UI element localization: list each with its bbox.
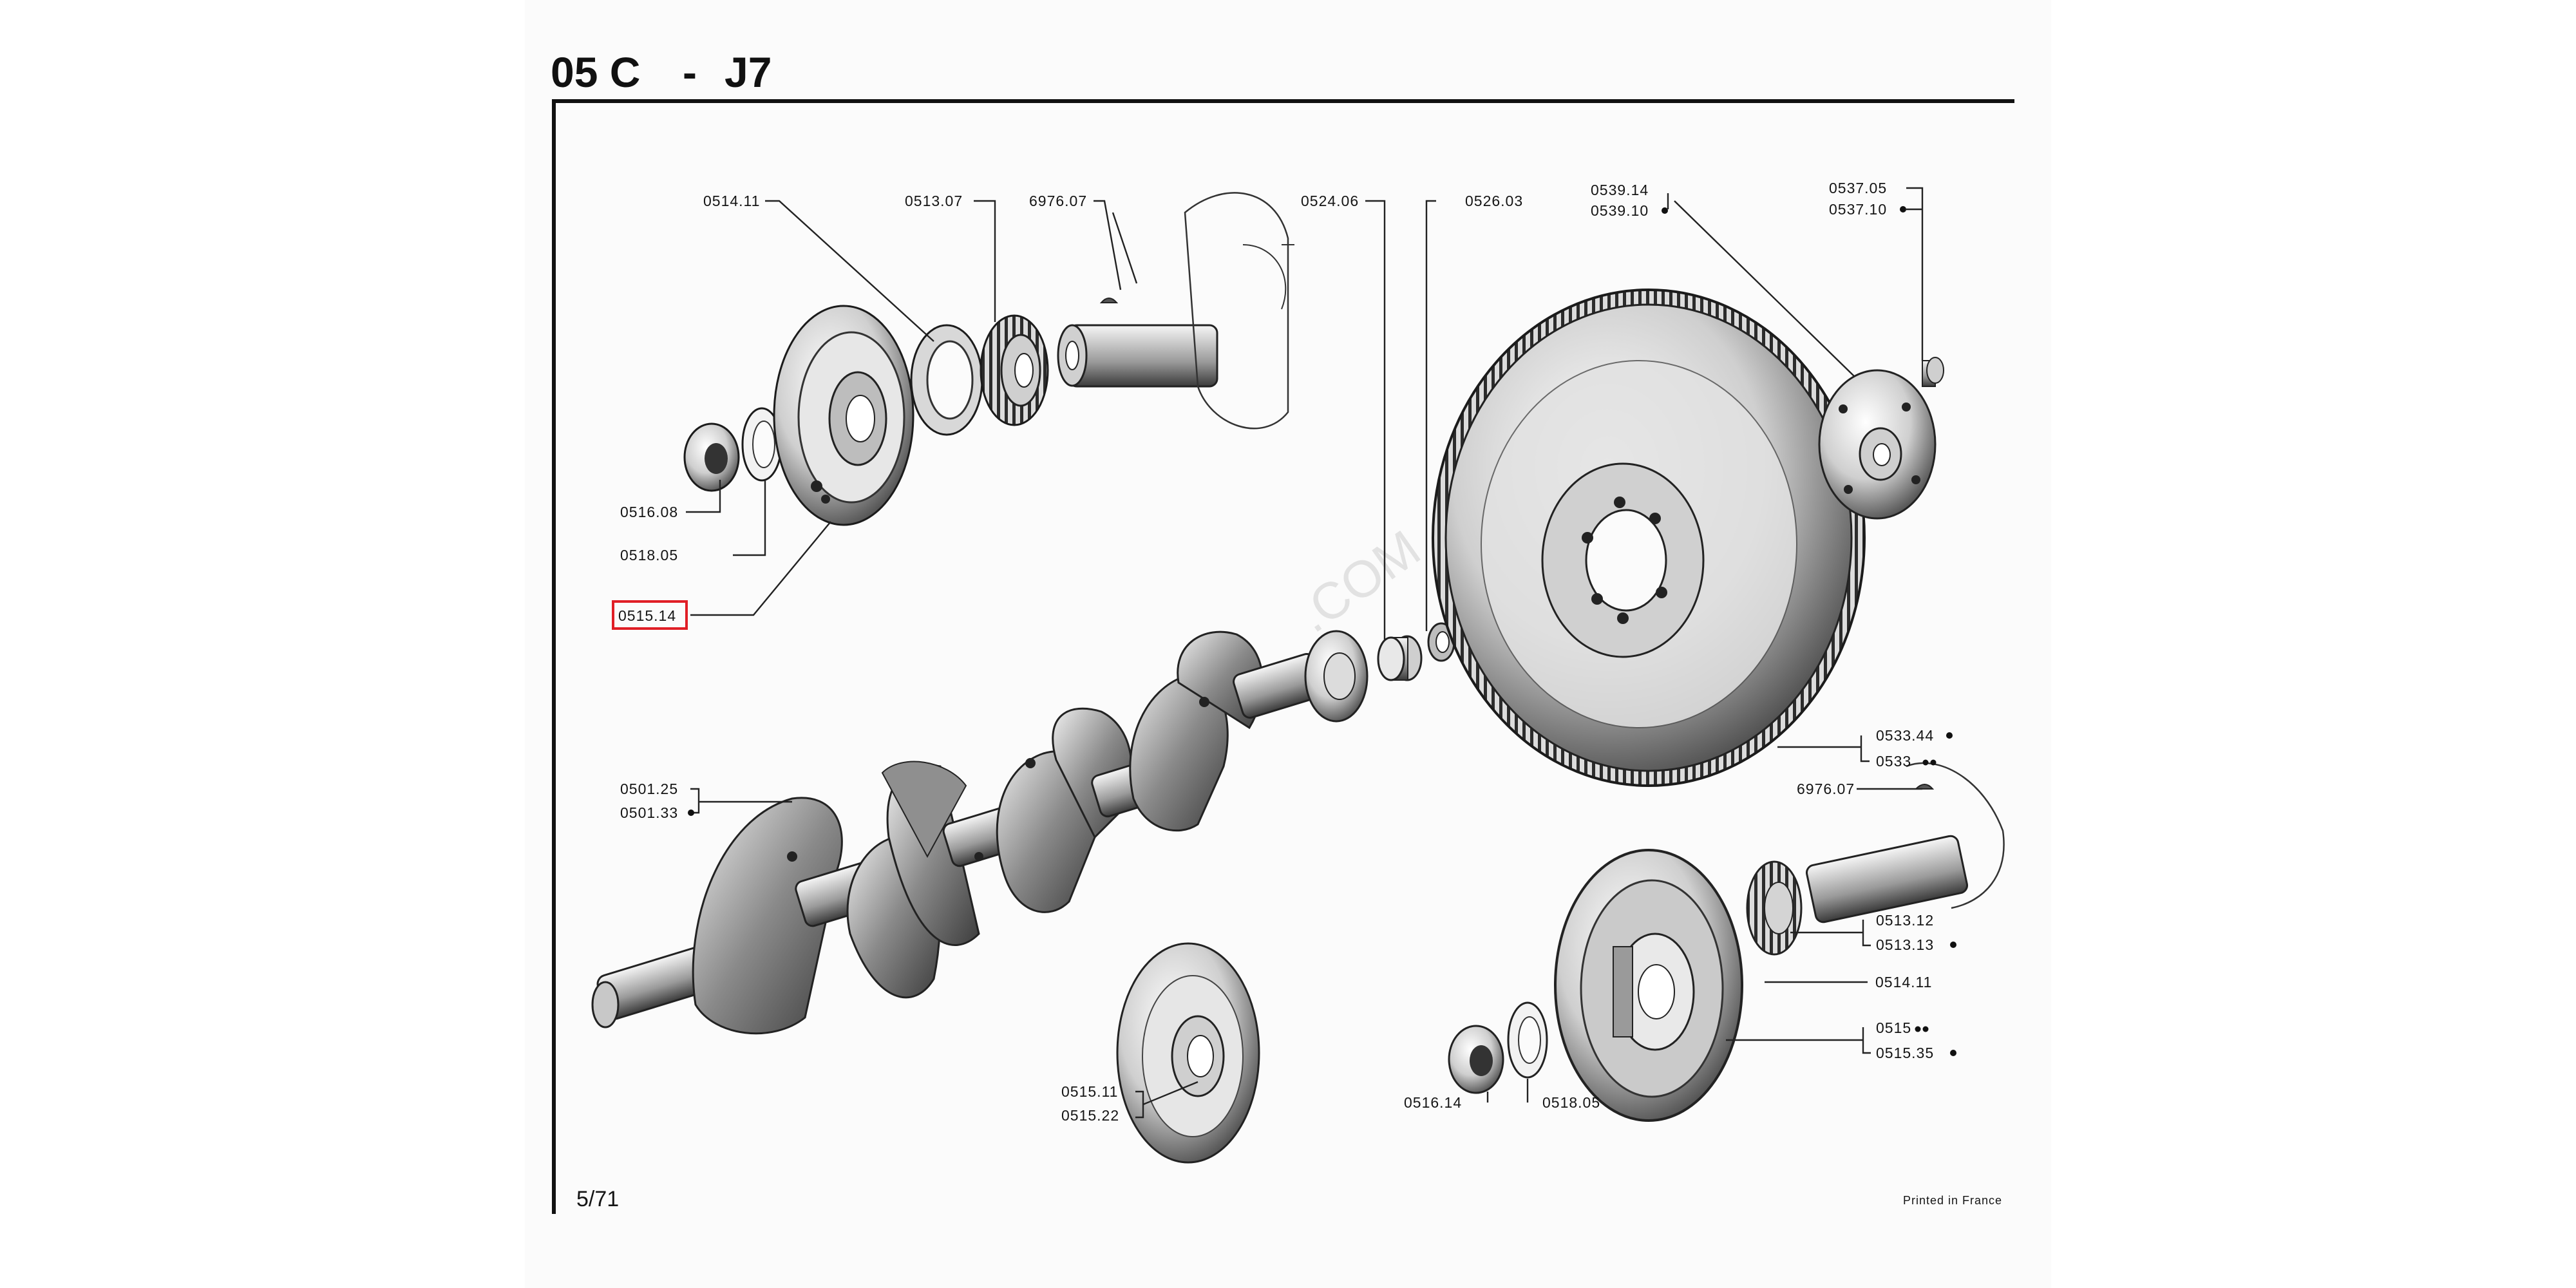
variant-dot — [1930, 759, 1937, 766]
label-nut-bottom[interactable]: 0516.14 — [1404, 1094, 1462, 1111]
crankshaft-part — [591, 630, 1368, 1035]
label-flywheel-b[interactable]: 0533 — [1876, 753, 1911, 770]
selected-part-highlight — [612, 600, 688, 630]
variant-dot — [1946, 732, 1953, 739]
label-crankshaft-b[interactable]: 0501.33 — [620, 804, 678, 821]
label-pulley-nut[interactable]: 0516.08 — [620, 504, 678, 520]
label-pilot-bearing[interactable]: 0526.03 — [1465, 193, 1523, 209]
label-woodruff-key-bottom[interactable]: 6976.07 — [1797, 781, 1855, 797]
nut-bottom-part — [1448, 1025, 1504, 1094]
gear-bottom-part — [1746, 860, 1803, 956]
label-pulley-a[interactable]: 0515.11 — [1061, 1083, 1118, 1100]
label-damper-a[interactable]: 0515 — [1876, 1019, 1911, 1036]
printed-note: Printed in France — [1903, 1194, 2002, 1207]
label-pulley-selected[interactable]: 0515.14 — [618, 607, 676, 624]
label-gear-a[interactable]: 0513.12 — [1876, 912, 1934, 929]
pulley-nut-part — [683, 422, 740, 492]
variant-dot — [688, 810, 694, 816]
label-crankshaft-a[interactable]: 0501.25 — [620, 781, 678, 797]
label-seal-bottom[interactable]: 0514.11 — [1875, 974, 1932, 990]
label-flywheel-bolt-a[interactable]: 0539.14 — [1591, 182, 1649, 198]
label-timing-gear[interactable]: 0513.07 — [905, 193, 963, 209]
label-front-seal[interactable]: 0514.11 — [703, 193, 760, 209]
variant-dot — [1950, 942, 1956, 948]
front-seal-part — [910, 324, 983, 436]
label-washer-bottom[interactable]: 0518.05 — [1542, 1094, 1600, 1111]
pilot-bearing-part — [1427, 622, 1455, 662]
variant-dot — [1922, 1026, 1929, 1032]
flywheel-screw-part — [1922, 357, 1944, 387]
label-damper-b[interactable]: 0515.35 — [1876, 1045, 1934, 1061]
pulley-bottom-part — [1116, 942, 1260, 1164]
page-number: 5/71 — [576, 1187, 619, 1211]
crankshaft-nose-part — [1057, 192, 1294, 430]
label-gear-b[interactable]: 0513.13 — [1876, 936, 1934, 953]
pilot-bushing-part — [1377, 635, 1423, 681]
label-flywheel-screw-b[interactable]: 0537.10 — [1829, 201, 1887, 218]
variant-dot — [1662, 207, 1668, 214]
section-code: 05 C — [551, 48, 640, 96]
washer-bottom-part — [1507, 1001, 1548, 1079]
header-dash: - — [683, 48, 697, 96]
label-pulley-b[interactable]: 0515.22 — [1061, 1107, 1119, 1124]
leader-lines — [686, 187, 1924, 1119]
label-pilot-bushing[interactable]: 0524.06 — [1301, 193, 1359, 209]
variant-dot — [1922, 759, 1929, 766]
crank-pulley-part — [773, 305, 914, 526]
engine-model: J7 — [724, 48, 772, 96]
damper-bottom-part — [1554, 849, 1743, 1122]
timing-gear-part — [980, 314, 1049, 426]
label-flywheel-a[interactable]: 0533.44 — [1876, 727, 1934, 744]
variant-dot — [1950, 1050, 1956, 1056]
watermark: .COM — [1287, 519, 1430, 643]
label-pulley-washer[interactable]: 0518.05 — [620, 547, 678, 564]
label-flywheel-screw-a[interactable]: 0537.05 — [1829, 180, 1887, 196]
flywheel-part — [1432, 289, 1866, 787]
label-woodruff-key-top[interactable]: 6976.07 — [1029, 193, 1087, 209]
variant-dot — [1915, 1026, 1921, 1032]
variant-dot — [1900, 206, 1906, 213]
woodruff-key-part — [1099, 298, 1119, 303]
label-flywheel-bolt-b[interactable]: 0539.10 — [1591, 202, 1649, 219]
flywheel-plate-part — [1818, 369, 1937, 520]
shaft-bottom-part — [1805, 762, 2005, 923]
